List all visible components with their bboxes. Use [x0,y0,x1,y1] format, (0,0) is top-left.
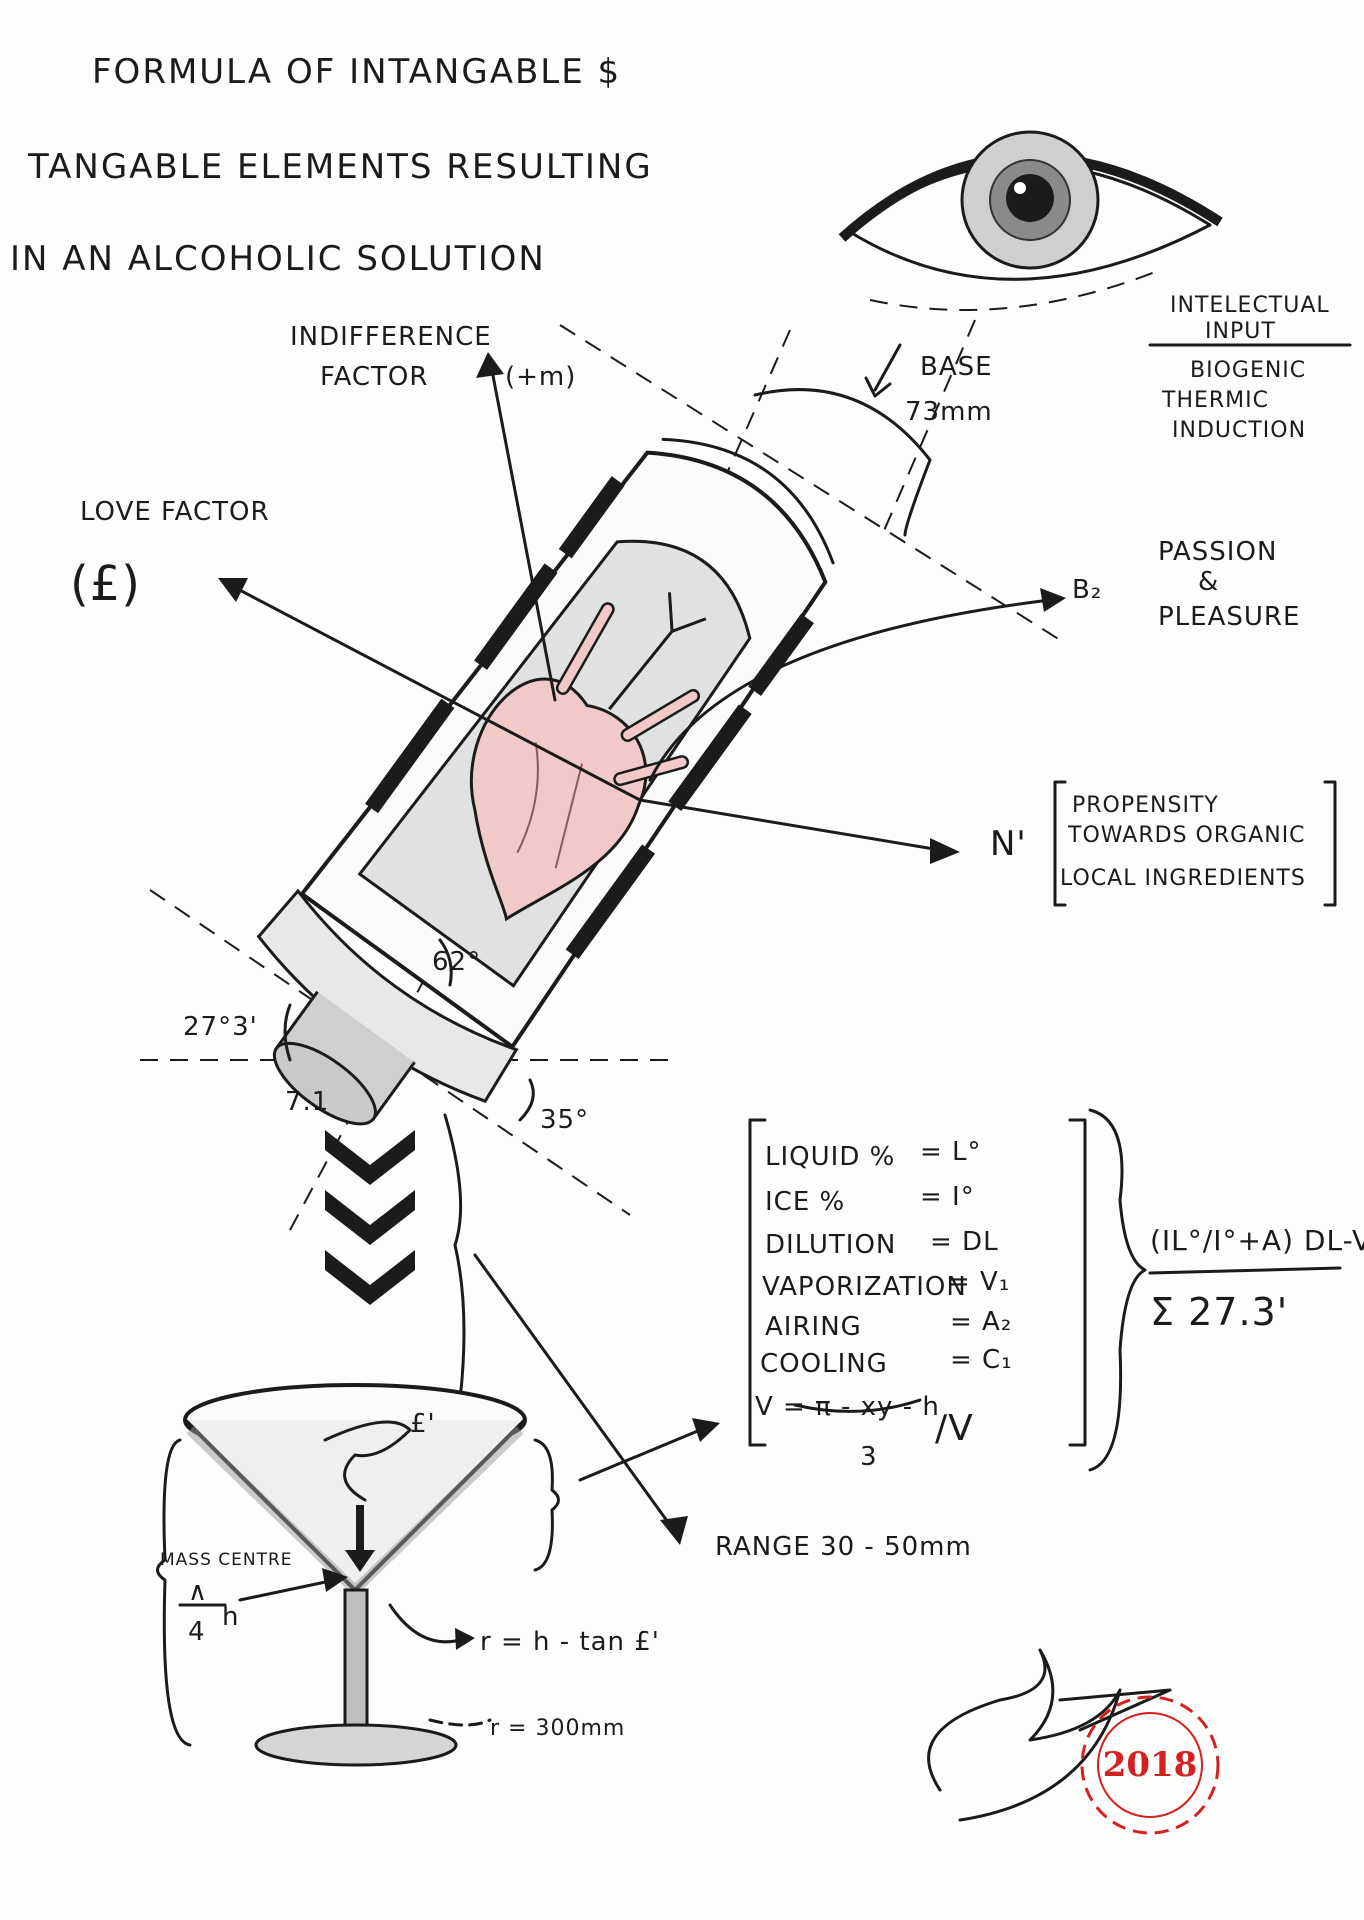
result-denominator: Σ 27.3' [1150,1290,1288,1334]
label-biogenic-3: INDUCTION [1172,418,1306,443]
guide-line-top [559,324,1061,641]
label-angle-27: 27°3' [183,1012,258,1042]
glass-right-bracket [533,1438,560,1572]
passion-arrow [648,598,1052,782]
label-propensity-3: LOCAL INGREDIENTS [1060,866,1306,891]
label-angle-62: 62° [432,947,481,977]
label-n-prime: N' [990,824,1027,864]
formula-right-bracket [1068,1118,1087,1447]
pour-bracket [443,1113,466,1402]
label-passion-2: & [1198,567,1219,597]
label-love-symbol: (£) [70,556,141,612]
label-indifference-2: FACTOR [320,362,428,392]
formula-row-left: VAPORIZATION [762,1272,967,1302]
label-value-71: 7.1 [285,1087,329,1117]
pour-chevrons [325,1130,415,1305]
title-line-1: FORMULA OF INTANGABLE $ [92,52,621,92]
formula-row-right: = I° [920,1182,975,1212]
radius-arrow [388,1603,462,1644]
range-arrow [473,1253,672,1527]
formula-row-left: LIQUID % [765,1142,895,1172]
formula-rows: LIQUID % = L° ICE % = I° DILUTION = DL V… [760,1137,1013,1379]
formula-v-numerator: V = π - xy - h [755,1392,940,1422]
label-intelectual-2: INPUT [1205,319,1276,344]
formula-row-left: COOLING [760,1349,888,1379]
formula-left-bracket [748,1118,767,1447]
label-b2: B₂ [1072,575,1102,605]
indifference-arrow [488,358,557,702]
signature [927,1648,1122,1822]
angle-arc-35 [518,1078,535,1122]
label-intelectual-1: INTELECTUAL [1170,293,1330,318]
result-fraction-line [1148,1266,1342,1275]
heart-icon [469,592,707,922]
label-passion-1: PASSION [1158,537,1277,567]
label-r-300: r = 300mm [490,1716,625,1741]
angle-arc-62 [438,938,453,987]
formula-row-right: = C₁ [950,1345,1013,1375]
formula-row-right: = A₂ [950,1307,1012,1337]
label-base-1: BASE [920,352,993,382]
label-love-factor: LOVE FACTOR [80,497,270,527]
label-propensity-1: PROPENSITY [1072,793,1219,818]
guide-line-right [879,319,976,541]
label-passion-3: PLEASURE [1158,602,1300,632]
formula-v-denominator: 3 [860,1442,878,1472]
propensity-left-bracket [1053,780,1067,907]
label-angle-35: 35° [540,1105,589,1135]
title-line-2: TANGABLE ELEMENTS RESULTING [27,147,653,187]
formula-row-right: = L° [920,1137,982,1167]
label-r-formula: r = h - tan £' [480,1627,660,1657]
title-line-3: IN AN ALCOHOLIC SOLUTION [10,239,546,279]
result-numerator: (IL°/I°+A) DL-VL [1150,1224,1364,1257]
label-base-2: 73mm [905,397,993,427]
shaker-bottle [256,437,835,1126]
formula-row-right: = DL [930,1227,999,1257]
glass-left-bracket [156,1438,192,1747]
formula-row-left: ICE % [765,1187,845,1217]
label-indifference-1: INDIFFERENCE [290,322,492,352]
label-range: RANGE 30 - 50mm [715,1532,972,1562]
label-mass-centre: MASS CENTRE [160,1550,293,1570]
label-biogenic-1: BIOGENIC [1190,358,1306,383]
martini-glass [183,1383,527,1767]
propensity-right-bracket [1323,780,1337,907]
formula-row-right: = V₁ [948,1267,1010,1297]
label-mass-h: h [222,1602,239,1632]
mass-centre-arrow [238,1578,337,1602]
label-mass-frac-top: ∧ [188,1577,208,1607]
formula-row-left: DILUTION [765,1230,896,1260]
label-biogenic-2: THERMIC [1161,388,1269,413]
base-bracket [753,388,932,537]
year-stamp: 2018 [1080,1695,1220,1835]
propensity-arrow [638,798,942,852]
formula-row-left: AIRING [765,1312,862,1342]
glass-love-symbol: £' [410,1409,436,1439]
label-tm: (+m) [505,362,576,392]
label-mass-frac-bot: 4 [188,1617,206,1647]
stamp-year: 2018 [1103,1745,1198,1785]
label-propensity-2: TOWARDS ORGANIC [1067,823,1306,848]
angle-arc-27 [283,1003,292,1062]
formula-outer-brace [1088,1108,1147,1472]
glass-to-formula-arrow [578,1428,702,1482]
formula-v-over: /V [935,1408,974,1449]
love-factor-arrow [228,583,642,802]
guide-line-bottom [149,889,631,1216]
eye-icon [838,130,1223,311]
